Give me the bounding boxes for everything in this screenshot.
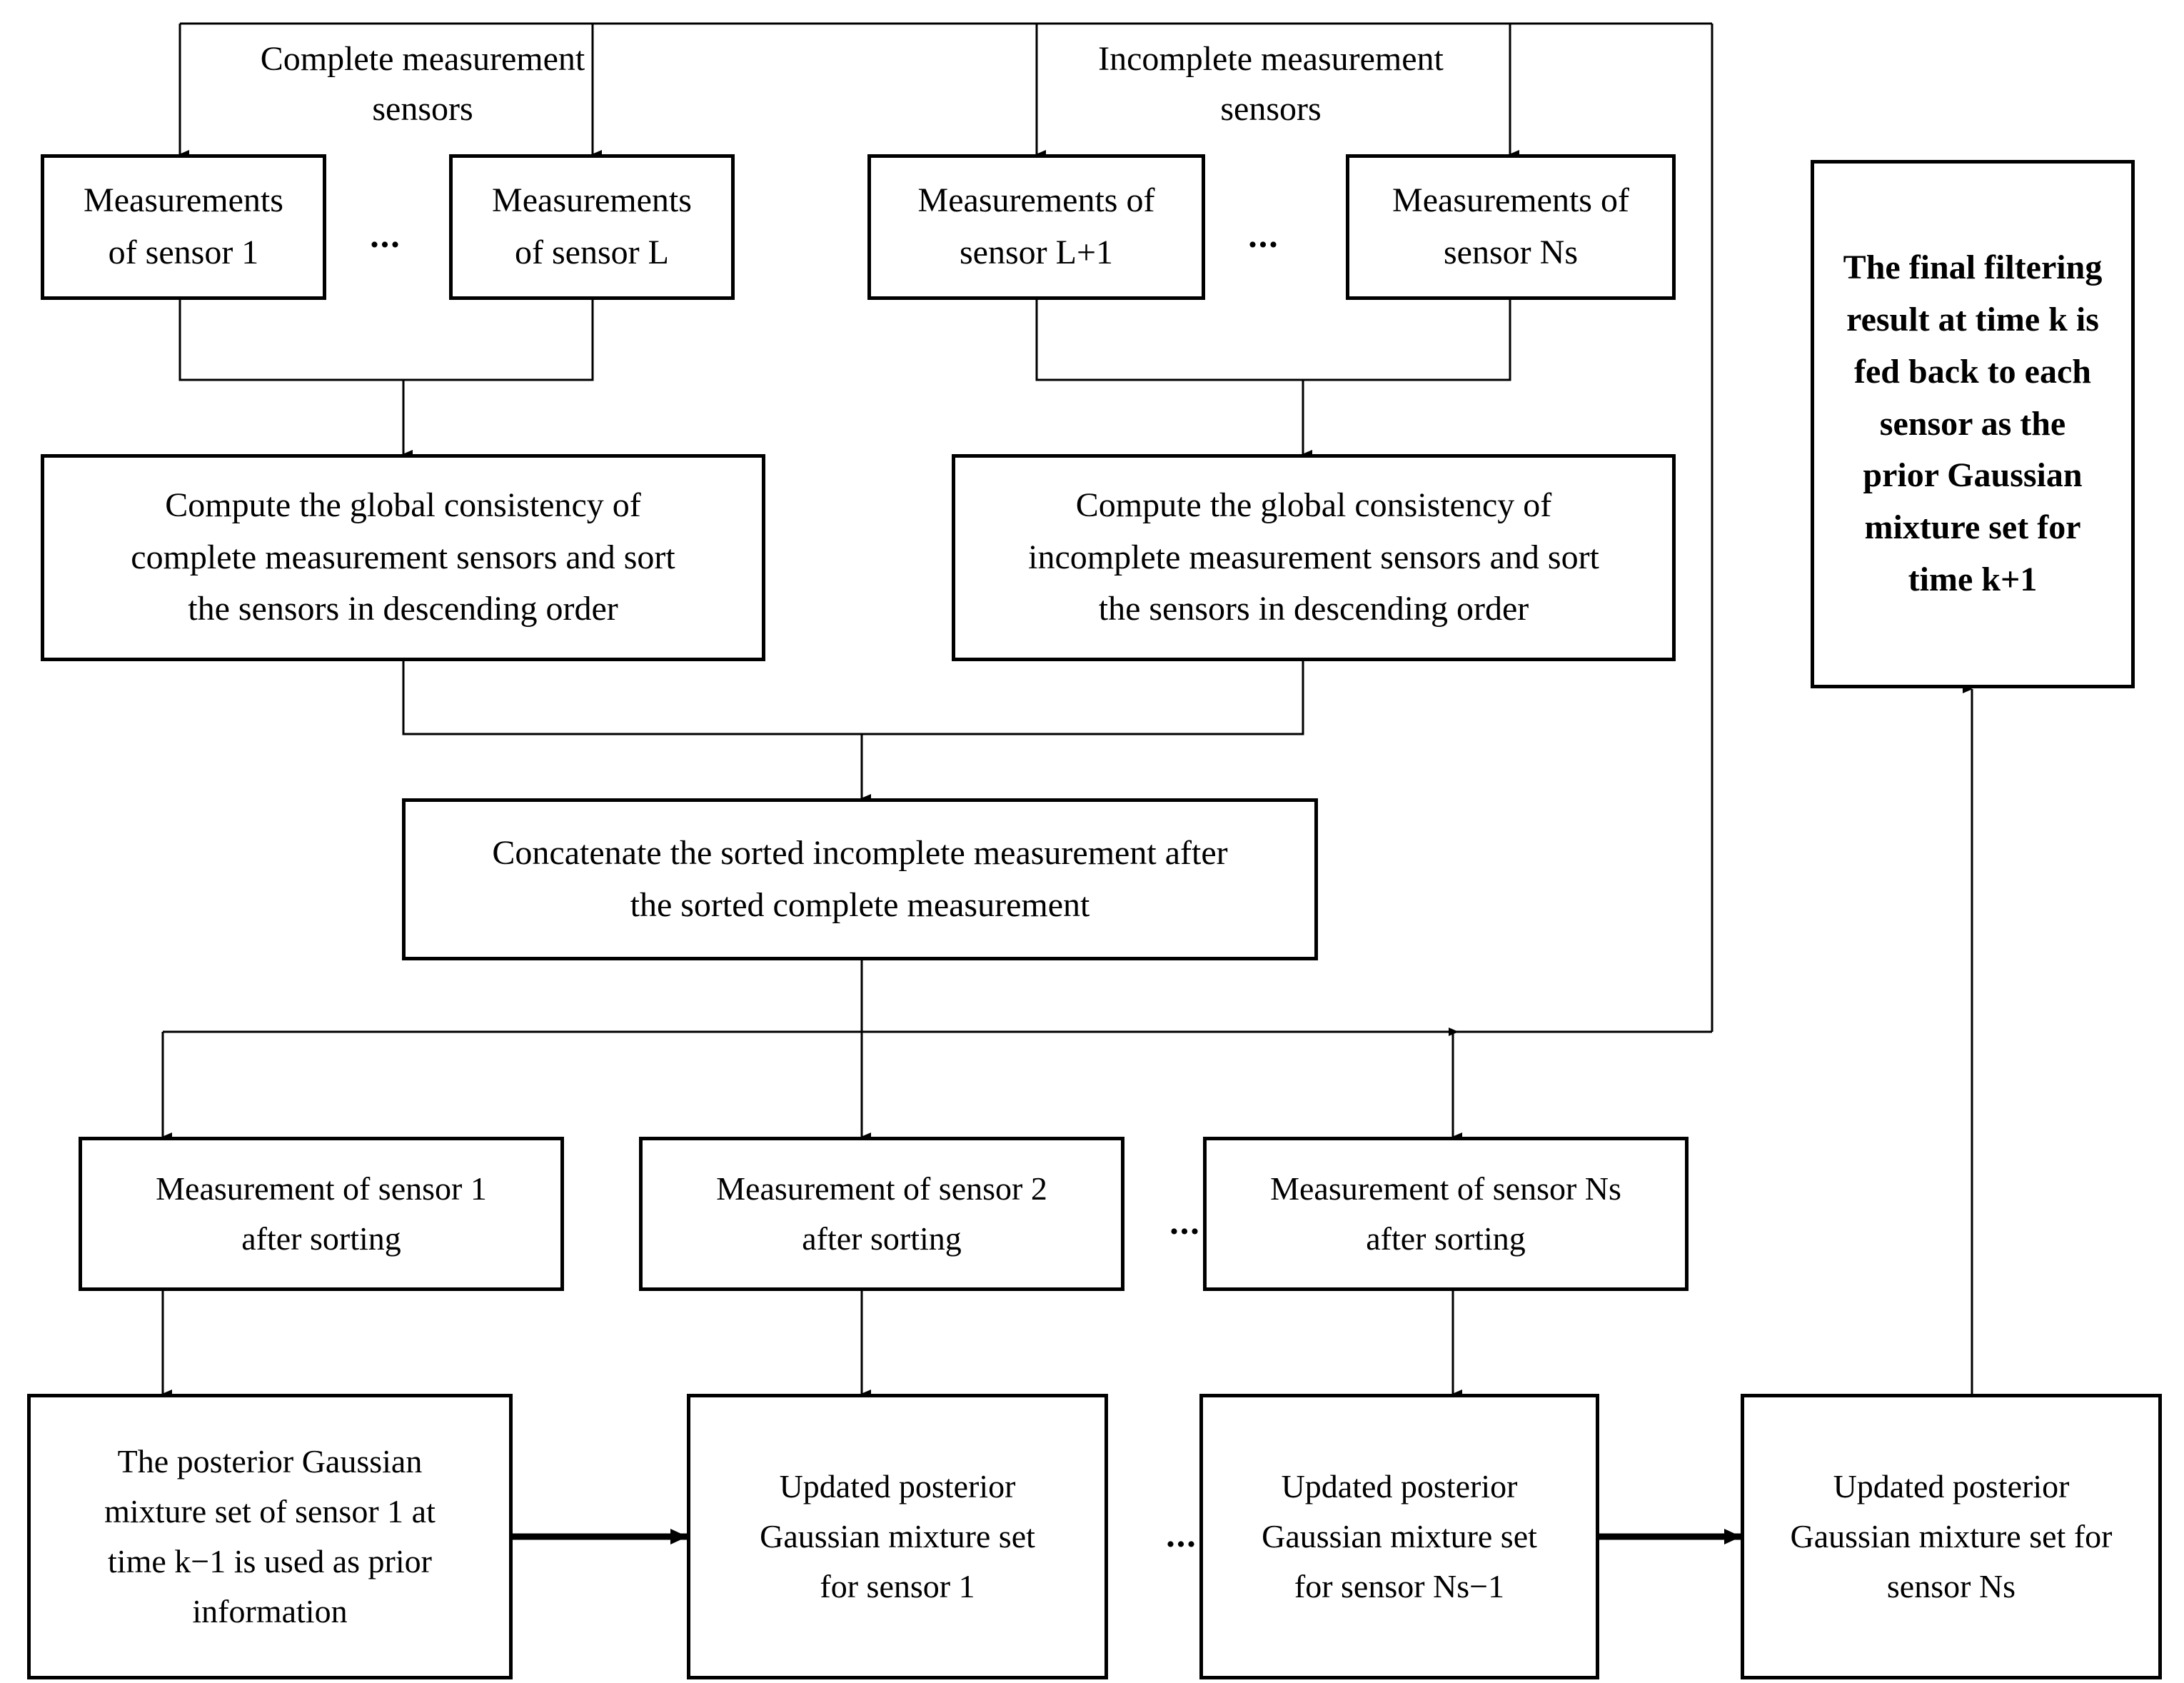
node-label: Measurement of sensor 1 after sorting	[156, 1170, 487, 1257]
node-posterior-gaussian-mixture-sensor-1-prior[interactable]: The posterior Gaussian mixture set of se…	[27, 1394, 513, 1679]
ellipsis-sorted-sensors: ...	[1169, 1202, 1201, 1242]
node-updated-posterior-sensor-Ns-minus-1[interactable]: Updated posterior Gaussian mixture set f…	[1199, 1394, 1599, 1679]
node-label: Compute the global consistency of comple…	[131, 486, 675, 628]
node-label: Updated posterior Gaussian mixture set f…	[760, 1468, 1035, 1604]
node-sorted-measurement-sensor-2[interactable]: Measurement of sensor 2 after sorting	[639, 1137, 1124, 1291]
node-updated-posterior-sensor-1[interactable]: Updated posterior Gaussian mixture set f…	[687, 1394, 1108, 1679]
ellipsis-complete-sensors: ...	[370, 215, 401, 255]
node-label: Measurement of sensor 2 after sorting	[716, 1170, 1047, 1257]
node-measurements-sensor-L-plus-1[interactable]: Measurements of sensor L+1	[867, 154, 1205, 300]
merge-compute-to-concatenate	[402, 661, 1304, 803]
node-updated-posterior-sensor-Ns[interactable]: Updated posterior Gaussian mixture set f…	[1741, 1394, 2162, 1679]
ellipsis-incomplete-sensors: ...	[1248, 215, 1279, 255]
node-label: Measurements of sensor L+1	[917, 181, 1155, 271]
node-sorted-measurement-sensor-1[interactable]: Measurement of sensor 1 after sorting	[79, 1137, 564, 1291]
node-final-filtering-feedback[interactable]: The final filtering result at time k is …	[1811, 160, 2135, 688]
node-measurements-sensor-Ns[interactable]: Measurements of sensor Ns	[1346, 154, 1676, 300]
node-concatenate-sorted-measurements[interactable]: Concatenate the sorted incomplete measur…	[402, 798, 1318, 960]
node-label: Updated posterior Gaussian mixture set f…	[1262, 1468, 1537, 1604]
label-complete-measurement-sensors: Complete measurement sensors	[260, 40, 585, 128]
merge-incomplete-sensors	[1035, 300, 1511, 458]
node-measurements-sensor-1[interactable]: Measurements of sensor 1	[41, 154, 326, 300]
node-compute-global-consistency-incomplete[interactable]: Compute the global consistency of incomp…	[952, 454, 1676, 661]
node-measurements-sensor-L[interactable]: Measurements of sensor L	[449, 154, 735, 300]
node-label: The posterior Gaussian mixture set of se…	[104, 1443, 436, 1629]
concatenate-fanout-rail	[161, 960, 1712, 1141]
ellipsis-updated-sets: ...	[1166, 1514, 1197, 1554]
node-label: Measurements of sensor L	[492, 181, 692, 271]
node-compute-global-consistency-complete[interactable]: Compute the global consistency of comple…	[41, 454, 765, 661]
merge-complete-sensors	[178, 300, 594, 458]
label-incomplete-measurement-sensors: Incomplete measurement sensors	[1098, 40, 1444, 128]
node-label: Concatenate the sorted incomplete measur…	[492, 833, 1228, 924]
node-label: Measurement of sensor Ns after sorting	[1270, 1170, 1621, 1257]
node-label: The final filtering result at time k is …	[1843, 248, 2103, 599]
node-label: Compute the global consistency of incomp…	[1028, 486, 1599, 628]
node-label: Measurements of sensor Ns	[1392, 181, 1629, 271]
node-label: Measurements of sensor 1	[84, 181, 283, 271]
node-sorted-measurement-sensor-Ns[interactable]: Measurement of sensor Ns after sorting	[1203, 1137, 1689, 1291]
node-label: Updated posterior Gaussian mixture set f…	[1790, 1468, 2113, 1604]
